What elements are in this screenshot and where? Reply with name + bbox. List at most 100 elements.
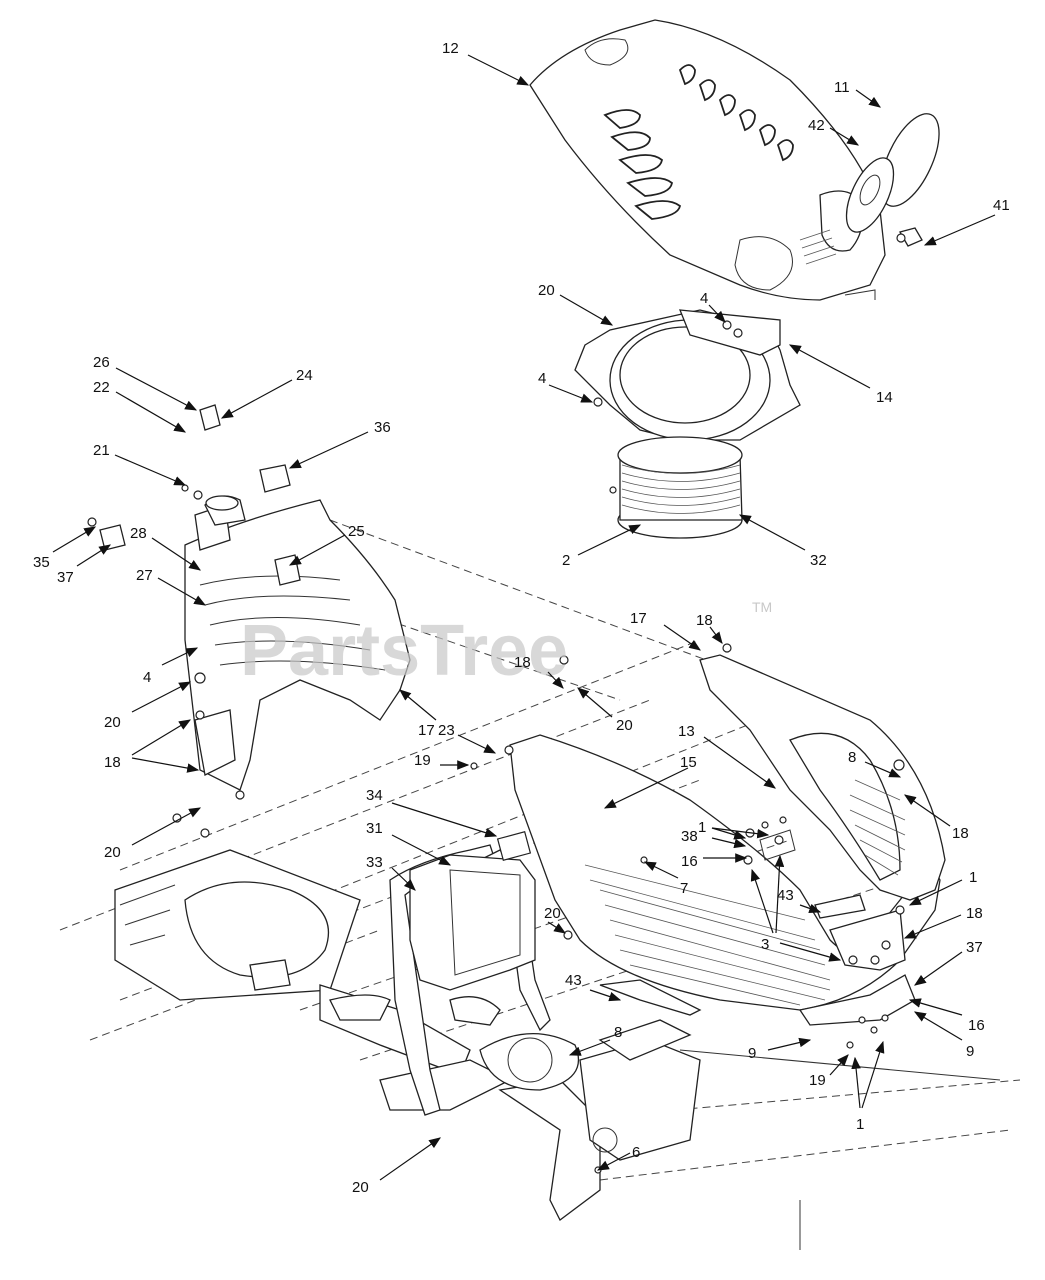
callout-37: 38 <box>681 828 747 849</box>
svg-text:17: 17 <box>630 610 647 627</box>
callout-26: 23 <box>399 689 455 739</box>
callout-40: 41 <box>923 197 1010 246</box>
svg-text:9: 9 <box>966 1043 974 1060</box>
callout-24: 22 <box>93 379 187 433</box>
hood-plate <box>574 309 801 441</box>
svg-text:23: 23 <box>438 722 455 739</box>
callout-1-a: 1 <box>698 819 770 840</box>
dash-panel <box>87 404 411 838</box>
svg-text:34: 34 <box>366 787 383 804</box>
callout-30: 28 <box>130 525 201 571</box>
callout-14: 13 <box>678 723 776 789</box>
callout-38: 36 <box>288 419 391 469</box>
callout-36: 37 <box>914 939 983 986</box>
callout-13: 12 <box>442 40 530 86</box>
callout-9-a: 9 <box>913 1011 974 1060</box>
svg-text:7: 7 <box>680 880 688 897</box>
svg-text:6: 6 <box>632 1144 640 1161</box>
callout-22-a: 20 <box>104 681 192 731</box>
svg-text:27: 27 <box>136 567 153 584</box>
callout-41: 42 <box>808 117 860 146</box>
svg-text:12: 12 <box>442 40 459 57</box>
svg-text:4: 4 <box>538 370 546 387</box>
callout-4-mid: 4 <box>538 370 594 403</box>
svg-text:8: 8 <box>614 1024 622 1041</box>
svg-text:20: 20 <box>104 714 121 731</box>
svg-text:9: 9 <box>748 1045 756 1062</box>
callout-11: 11 <box>834 79 881 108</box>
fuel-tank <box>409 831 536 991</box>
svg-text:20: 20 <box>616 717 633 734</box>
callout-17-a: 17 <box>630 610 701 651</box>
svg-text:4: 4 <box>143 669 151 686</box>
callout-12: 14 <box>788 344 893 406</box>
svg-text:32: 32 <box>810 552 827 569</box>
svg-text:18: 18 <box>104 754 121 771</box>
callout-43: 43 <box>565 972 622 1002</box>
callout-20-a: 18 <box>696 612 723 644</box>
callouts: 12 11 42 41 20 4 14 4 2 32 26 22 24 36 2… <box>33 40 1010 1196</box>
svg-text:15: 15 <box>680 754 697 771</box>
callout-19-d: 18 <box>903 905 983 939</box>
svg-text:21: 21 <box>93 442 110 459</box>
callout-32: 32 <box>738 514 827 569</box>
svg-text:24: 24 <box>296 367 313 384</box>
svg-text:4: 4 <box>700 290 708 307</box>
callout-16-b: 16 <box>908 998 985 1034</box>
svg-text:14: 14 <box>876 389 893 406</box>
callout-7: 7 <box>643 861 688 897</box>
callout-27: 25 <box>288 523 365 566</box>
svg-text:25: 25 <box>348 523 365 540</box>
svg-text:20: 20 <box>544 905 561 922</box>
callout-2: 2 <box>562 524 642 569</box>
svg-text:16: 16 <box>968 1017 985 1034</box>
svg-text:11: 11 <box>834 79 850 96</box>
svg-text:3: 3 <box>761 936 769 953</box>
callout-1-c: 1 <box>851 1040 885 1133</box>
callout-8-a: 8 <box>848 749 902 778</box>
svg-text:2: 2 <box>562 552 570 569</box>
callout-23: 21 <box>93 442 187 486</box>
callout-19-c: 18 <box>904 794 969 842</box>
callout-6: 6 <box>596 1144 640 1171</box>
svg-text:41: 41 <box>993 197 1010 214</box>
callout-19-a: 18 <box>104 719 200 773</box>
svg-text:19: 19 <box>809 1072 826 1089</box>
svg-text:33: 33 <box>366 854 383 871</box>
svg-text:18: 18 <box>514 654 531 671</box>
callout-17-b: 17 <box>418 722 497 754</box>
svg-text:35: 35 <box>33 554 50 571</box>
callout-25: 24 <box>220 367 313 419</box>
callout-18: 19 <box>809 1054 849 1089</box>
callout-9-b: 9 <box>748 1037 812 1062</box>
callout-22-d: 20 <box>544 905 567 934</box>
watermark-text: PartsTree <box>240 611 568 691</box>
svg-text:43: 43 <box>777 887 794 904</box>
svg-text:37: 37 <box>57 569 74 586</box>
callout-35: 35 <box>33 526 97 571</box>
callout-39: 37 <box>57 544 112 586</box>
callout-15: 15 <box>603 754 697 809</box>
callout-16-a: 16 <box>681 853 748 870</box>
svg-text:31: 31 <box>366 820 383 837</box>
svg-text:20: 20 <box>104 844 121 861</box>
callout-19-b: 18 <box>514 654 564 689</box>
front-grille <box>470 643 946 1049</box>
callout-4-top: 4 <box>700 290 726 323</box>
headlight-assembly <box>845 113 940 247</box>
svg-text:43: 43 <box>565 972 582 989</box>
callout-31: 31 <box>366 820 452 866</box>
svg-text:42: 42 <box>808 117 825 134</box>
svg-text:22: 22 <box>93 379 110 396</box>
callout-21: 20 <box>538 282 614 326</box>
svg-text:28: 28 <box>130 525 147 542</box>
callout-29: 27 <box>136 567 207 606</box>
svg-text:18: 18 <box>966 905 983 922</box>
hood <box>529 19 886 301</box>
callout-28: 26 <box>93 354 198 411</box>
svg-text:18: 18 <box>696 612 713 629</box>
svg-text:16: 16 <box>681 853 698 870</box>
callout-22-c: 20 <box>577 687 633 734</box>
callout-33: 33 <box>366 854 416 891</box>
